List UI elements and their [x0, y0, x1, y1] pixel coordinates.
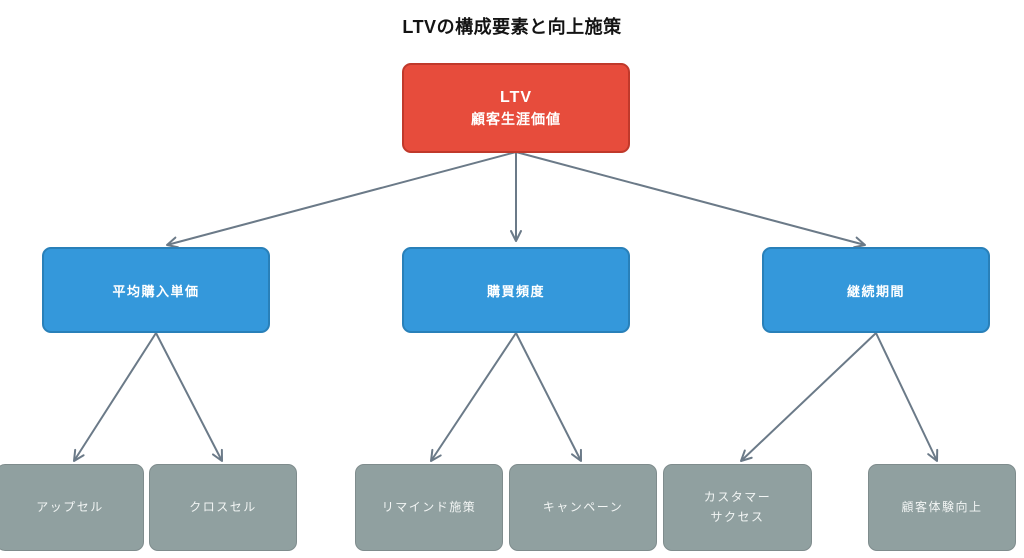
arrow-factor2-to-measure4: [515, 332, 582, 462]
node-ltv-root: LTV 顧客生涯価値: [402, 63, 630, 153]
node-retention-period-label: 継続期間: [846, 283, 905, 299]
node-cross-sell-label: クロスセル: [189, 499, 257, 514]
node-campaign: キャンペーン: [509, 464, 657, 551]
arrow-factor1-to-measure1: [73, 332, 157, 462]
node-customer-experience-improvement: 顧客体験向上: [868, 464, 1016, 551]
node-average-purchase-price: 平均購入単価: [42, 247, 270, 333]
node-retention-period: 継続期間: [762, 247, 990, 333]
node-purchase-frequency: 購買頻度: [402, 247, 630, 333]
node-ltv-root-subtitle: 顧客生涯価値: [471, 111, 561, 128]
node-reminder-measures: リマインド施策: [355, 464, 503, 551]
node-average-purchase-price-label: 平均購入単価: [112, 283, 200, 299]
arrow-factor1-to-measure2: [155, 332, 223, 462]
node-reminder-measures-label: リマインド施策: [381, 499, 477, 514]
arrow-root-to-factor1: [166, 151, 517, 249]
node-campaign-label: キャンペーン: [542, 499, 624, 514]
node-purchase-frequency-label: 購買頻度: [486, 283, 545, 299]
arrow-factor3-to-measure6: [875, 332, 939, 462]
arrow-factor3-to-measure5: [740, 332, 877, 462]
node-cross-sell: クロスセル: [149, 464, 297, 551]
node-customer-success-label: カスタマー サクセス: [703, 490, 772, 524]
node-upsell-label: アップセル: [36, 499, 104, 514]
arrow-root-to-factor3: [515, 151, 866, 249]
node-ltv-root-title: LTV: [499, 89, 533, 107]
arrow-factor2-to-measure3: [430, 332, 517, 462]
node-customer-experience-improvement-label: 顧客体験向上: [901, 499, 983, 514]
node-customer-success: カスタマー サクセス: [663, 464, 812, 551]
node-upsell: アップセル: [0, 464, 144, 551]
diagram-title: LTVの構成要素と向上施策: [402, 17, 622, 37]
